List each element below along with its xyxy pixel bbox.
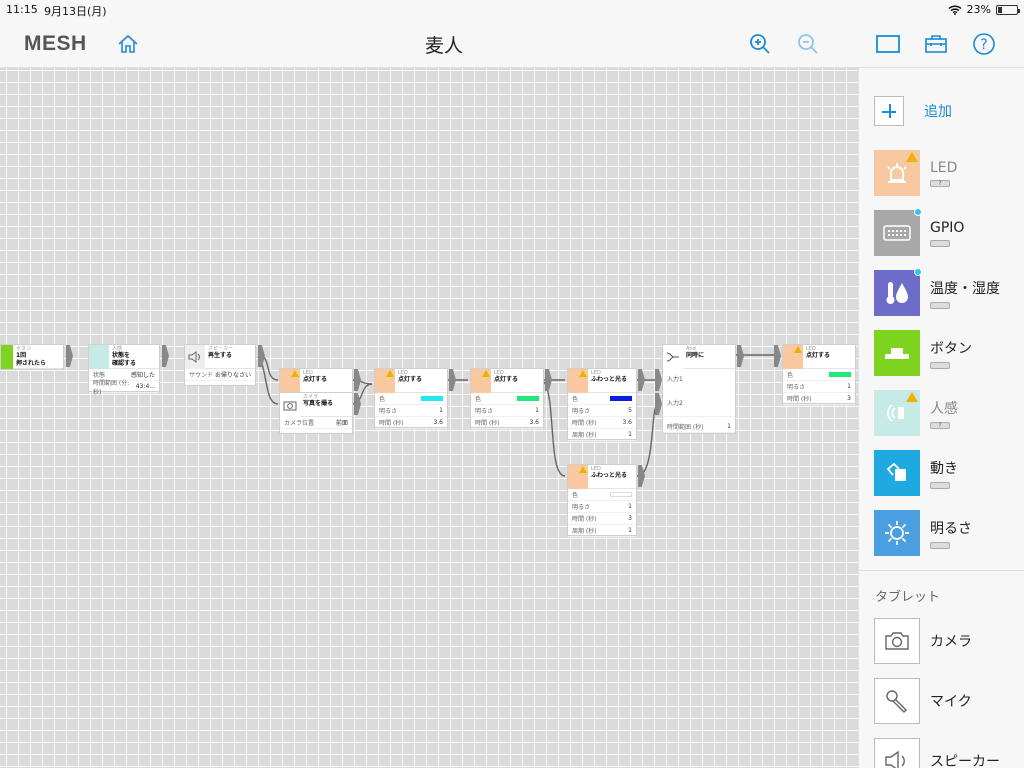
top-toolbar: MESH 麦人 ? bbox=[0, 20, 1024, 68]
sidebar-item-move[interactable]: 動き bbox=[874, 450, 958, 496]
connector-port[interactable] bbox=[737, 345, 744, 367]
motion-sensor-icon bbox=[874, 390, 920, 436]
temperature-icon bbox=[874, 268, 922, 316]
led-icon bbox=[471, 369, 491, 393]
sidebar-item-mic[interactable]: マイク bbox=[874, 678, 972, 724]
connector-port[interactable] bbox=[655, 393, 662, 415]
camera-icon bbox=[280, 393, 300, 417]
camera-block[interactable]: カメラ写真を撮る カメラ位置前面 bbox=[279, 392, 353, 434]
led-icon bbox=[874, 150, 920, 196]
button-icon bbox=[874, 330, 920, 376]
divider bbox=[859, 570, 1024, 571]
motion-sensor-block[interactable]: 人感状態を 確認する 状態感知した 時間範囲 (分:秒)43:4... bbox=[88, 344, 160, 396]
warning-icon bbox=[906, 152, 918, 162]
connector-port[interactable] bbox=[354, 369, 361, 391]
and-input-2: 入力2 bbox=[663, 393, 735, 417]
color-swatch[interactable] bbox=[517, 396, 539, 401]
battery-icon bbox=[996, 4, 1020, 15]
led-icon bbox=[568, 369, 588, 393]
battery-level-icon bbox=[930, 481, 950, 489]
gpio-icon bbox=[874, 208, 922, 256]
connector-port[interactable] bbox=[655, 369, 662, 391]
led-icon bbox=[280, 369, 300, 393]
battery-level-icon bbox=[930, 239, 950, 247]
led-icon bbox=[375, 369, 395, 393]
sidebar-item-motion-sensor[interactable]: 人感? bbox=[874, 390, 958, 436]
zoom-in-icon[interactable] bbox=[748, 32, 772, 56]
button-icon bbox=[1, 345, 13, 369]
color-swatch[interactable] bbox=[421, 396, 443, 401]
toolbox-icon[interactable] bbox=[924, 32, 948, 56]
status-time: 11:15 bbox=[6, 3, 38, 16]
led-icon bbox=[568, 465, 588, 489]
warning-icon bbox=[906, 392, 918, 402]
sidebar-item-button[interactable]: ボタン bbox=[874, 330, 972, 376]
connected-indicator bbox=[914, 268, 922, 276]
status-bar: 11:15 9月13日(月) 23% bbox=[0, 0, 1024, 20]
speaker-icon bbox=[874, 738, 920, 768]
home-icon[interactable] bbox=[116, 32, 140, 56]
wifi-icon bbox=[948, 4, 962, 15]
status-date: 9月13日(月) bbox=[44, 5, 107, 18]
mic-icon bbox=[874, 678, 920, 724]
connector-port[interactable] bbox=[638, 369, 645, 391]
connected-indicator bbox=[914, 208, 922, 216]
motion-sensor-icon bbox=[89, 345, 109, 369]
tag-sidebar[interactable]: 追加 LED? GPIO 温度・湿度 ボタン 人感? bbox=[858, 68, 1024, 768]
sidebar-item-temperature-humidity[interactable]: 温度・湿度 bbox=[874, 268, 1000, 316]
sidebar-item-brightness[interactable]: 明るさ bbox=[874, 510, 972, 556]
color-swatch[interactable] bbox=[610, 396, 632, 401]
and-merge-icon bbox=[663, 345, 683, 369]
led-icon bbox=[783, 345, 803, 369]
sidebar-item-speaker[interactable]: スピーカー bbox=[874, 738, 1000, 768]
connector-port[interactable] bbox=[449, 369, 456, 391]
speaker-block[interactable]: スピーカー再生する サウンドお帰りなさい bbox=[184, 344, 256, 386]
connector-port[interactable] bbox=[774, 345, 781, 367]
battery-percent: 23% bbox=[966, 3, 991, 16]
help-icon[interactable]: ? bbox=[972, 32, 996, 56]
recipe-title: 麦人 bbox=[424, 35, 463, 57]
color-swatch[interactable] bbox=[829, 372, 851, 377]
camera-icon bbox=[874, 618, 920, 664]
battery-level-icon bbox=[930, 301, 950, 309]
mesh-logo: MESH bbox=[24, 32, 87, 55]
tablet-section-title: タブレット bbox=[875, 590, 941, 605]
sidebar-item-gpio[interactable]: GPIO bbox=[874, 208, 964, 256]
brightness-icon bbox=[874, 510, 920, 556]
connector-port[interactable] bbox=[354, 393, 361, 415]
battery-level-icon bbox=[930, 361, 950, 369]
connector-port[interactable] bbox=[258, 345, 265, 367]
connector-port[interactable] bbox=[66, 345, 73, 367]
connector-port[interactable] bbox=[162, 345, 169, 367]
plus-icon bbox=[874, 96, 904, 126]
and-input-1: 入力1 bbox=[667, 376, 683, 383]
color-swatch[interactable] bbox=[610, 492, 632, 497]
connector-port[interactable] bbox=[638, 465, 645, 487]
battery-level-icon bbox=[930, 541, 950, 549]
panel-toggle-icon[interactable] bbox=[876, 32, 900, 56]
sidebar-item-camera[interactable]: カメラ bbox=[874, 618, 972, 664]
speaker-icon bbox=[185, 345, 205, 369]
connector-port[interactable] bbox=[545, 369, 552, 391]
sidebar-item-led[interactable]: LED? bbox=[874, 150, 957, 196]
zoom-out-icon[interactable] bbox=[796, 32, 820, 56]
svg-text:?: ? bbox=[980, 37, 987, 53]
move-icon bbox=[874, 450, 920, 496]
add-tag-button[interactable]: 追加 bbox=[874, 96, 952, 126]
